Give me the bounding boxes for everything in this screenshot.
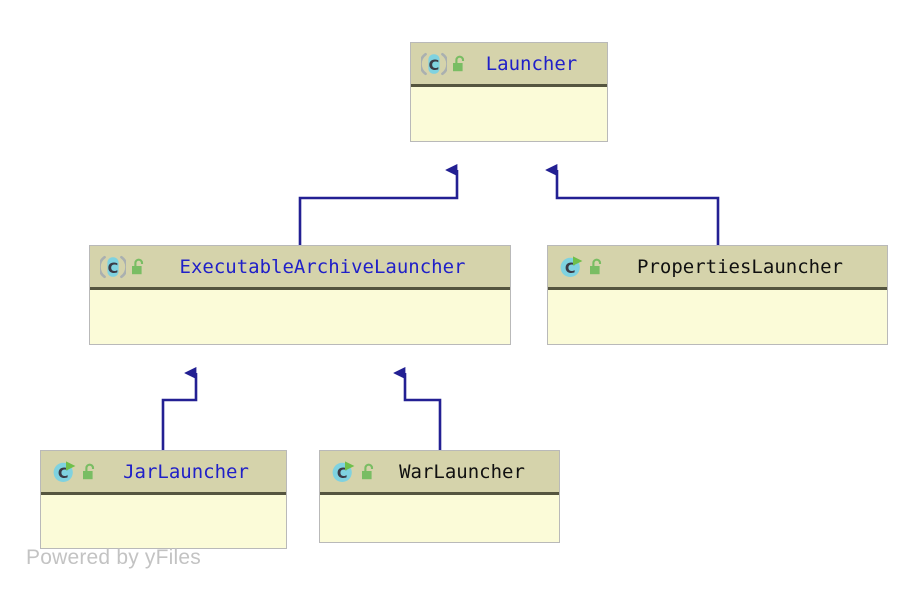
abstract-class-icon: C [421,51,447,77]
edge-war-launcher-to-executable-archive-launcher [405,373,442,451]
node-body-launcher [411,87,607,140]
public-unlocked-icon [588,258,605,276]
node-title-launcher: Launcher [485,52,578,75]
node-body-properties-launcher [548,290,887,343]
icon-group-jar-launcher: C [51,459,98,485]
edge-properties-launcher-to-launcher [557,170,720,246]
public-unlocked-icon [360,463,377,481]
edge-jar-launcher-to-executable-archive-launcher [161,373,198,451]
public-unlocked-icon [130,258,147,276]
abstract-class-icon: C [100,254,126,280]
uml-class-node-properties-launcher[interactable]: C PropertiesLauncher [547,245,888,345]
icon-group-launcher: C [421,51,468,77]
icon-group-properties-launcher: C [558,254,605,280]
node-header-properties-launcher: C PropertiesLauncher [548,246,887,290]
svg-text:C: C [565,261,576,277]
uml-class-node-executable-archive-launcher[interactable]: C ExecutableArchiveLauncher [89,245,511,345]
svg-text:C: C [58,466,69,482]
concrete-class-icon: C [51,459,77,485]
node-header-war-launcher: C WarLauncher [320,451,559,495]
public-unlocked-icon [451,55,468,73]
uml-class-node-jar-launcher[interactable]: C JarLauncher [40,450,287,549]
node-body-jar-launcher [41,495,286,547]
svg-text:C: C [429,58,440,74]
node-body-war-launcher [320,495,559,541]
public-unlocked-icon [81,463,98,481]
edge-executable-archive-launcher-to-launcher [298,170,459,246]
svg-text:C: C [337,466,348,482]
node-title-war-launcher: WarLauncher [399,460,525,483]
uml-class-node-war-launcher[interactable]: C WarLauncher [319,450,560,543]
icon-group-executable-archive-launcher: C [100,254,147,280]
icon-group-war-launcher: C [330,459,377,485]
yfiles-watermark: Powered by yFiles [26,546,201,569]
node-header-launcher: C Launcher [411,43,607,87]
node-header-executable-archive-launcher: C ExecutableArchiveLauncher [90,246,510,290]
svg-text:C: C [108,261,119,277]
node-title-properties-launcher: PropertiesLauncher [637,255,843,278]
node-body-executable-archive-launcher [90,290,510,343]
node-title-jar-launcher: JarLauncher [123,460,249,483]
concrete-class-icon: C [558,254,584,280]
concrete-class-icon: C [330,459,356,485]
node-title-executable-archive-launcher: ExecutableArchiveLauncher [179,255,466,278]
node-header-jar-launcher: C JarLauncher [41,451,286,495]
uml-class-node-launcher[interactable]: C Launcher [410,42,608,142]
